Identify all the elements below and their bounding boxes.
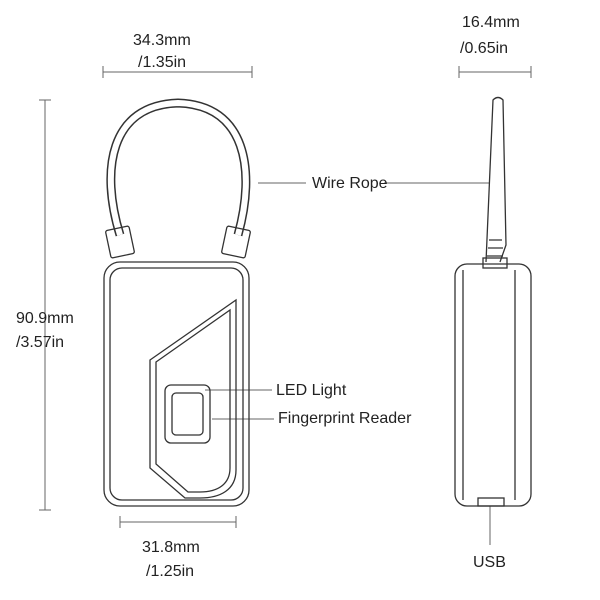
fingerprint-reader-label: Fingerprint Reader [278,410,412,427]
depth-top-in: /0.65in [460,40,509,57]
width-top-mm: 34.3mm [133,32,191,49]
led-light-label: LED Light [276,382,347,399]
width-top-in: /1.35in [138,54,187,71]
padlock-front-view [103,98,251,507]
height-mm: 90.9mm [16,310,74,327]
dimension-lines [39,66,532,528]
width-bottom-in: /1.25in [146,563,195,580]
wire-rope-label: Wire Rope [312,175,388,192]
height-in: /3.57in [16,334,65,351]
width-bottom-mm: 31.8mm [142,539,200,556]
depth-top-mm: 16.4mm [462,14,520,31]
padlock-side-view [454,96,532,507]
usb-label: USB [473,554,506,571]
